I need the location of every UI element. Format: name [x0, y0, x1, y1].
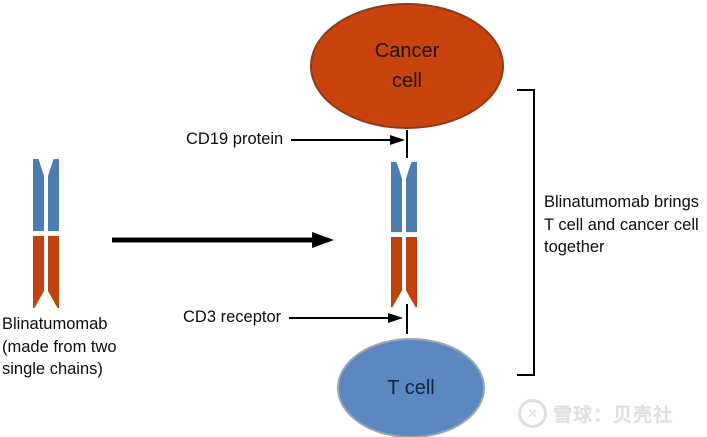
cancer-cell-label-line2: cell — [391, 70, 422, 92]
bracket-caption-line2: T cell and cancer cell — [544, 215, 699, 234]
center-molecule-red-chain-b — [406, 236, 417, 308]
watermark: ✕ 雪球：贝壳社 — [518, 399, 673, 428]
blinatumomab-caption-line3: single chains) — [2, 360, 103, 378]
blinatumomab-caption-line2: (made from two — [2, 337, 117, 356]
blinatumomab-caption-line1: Blinatumomab — [2, 315, 108, 333]
left-molecule-red-chain-b — [48, 236, 59, 308]
main-arrow — [112, 232, 334, 248]
left-molecule-blue-chain-a — [33, 159, 44, 231]
blinatumomab-molecule-center — [391, 162, 417, 308]
left-molecule-red-chain-a — [33, 236, 44, 308]
bracket-caption-line3: together — [544, 238, 605, 256]
cd19-pointer-arrow — [291, 135, 405, 145]
cd19-protein-label: CD19 protein — [186, 130, 284, 148]
center-molecule-blue-chain-a — [391, 162, 402, 233]
left-molecule-blue-chain-b — [48, 159, 59, 231]
cd19-protein-stick — [406, 130, 408, 158]
center-molecule-blue-chain-b — [406, 162, 417, 233]
cd3-pointer-arrow — [289, 313, 403, 323]
center-molecule-red-chain-a — [391, 236, 402, 308]
cd3-receptor-label: CD3 receptor — [183, 308, 282, 326]
cancer-cell-ellipse: Cancer cell — [310, 3, 504, 129]
watermark-text: 雪球：贝壳社 — [553, 405, 674, 426]
t-cell-label: T cell — [387, 377, 435, 399]
bracket-caption: Blinatumomab brings T cell and cancer ce… — [544, 191, 699, 259]
bracket-caption-line1: Blinatumomab brings — [544, 193, 699, 211]
blinatumomab-molecule-left — [33, 159, 59, 308]
blinatumomab-caption: Blinatumomab (made from two single chain… — [2, 313, 117, 381]
cd3-receptor-stick — [406, 304, 408, 334]
cancer-cell-label-line1: Cancer — [374, 40, 440, 62]
t-cell-ellipse: T cell — [337, 338, 485, 437]
xueqiu-logo-icon: ✕ — [518, 399, 547, 428]
grouping-bracket — [517, 89, 535, 376]
